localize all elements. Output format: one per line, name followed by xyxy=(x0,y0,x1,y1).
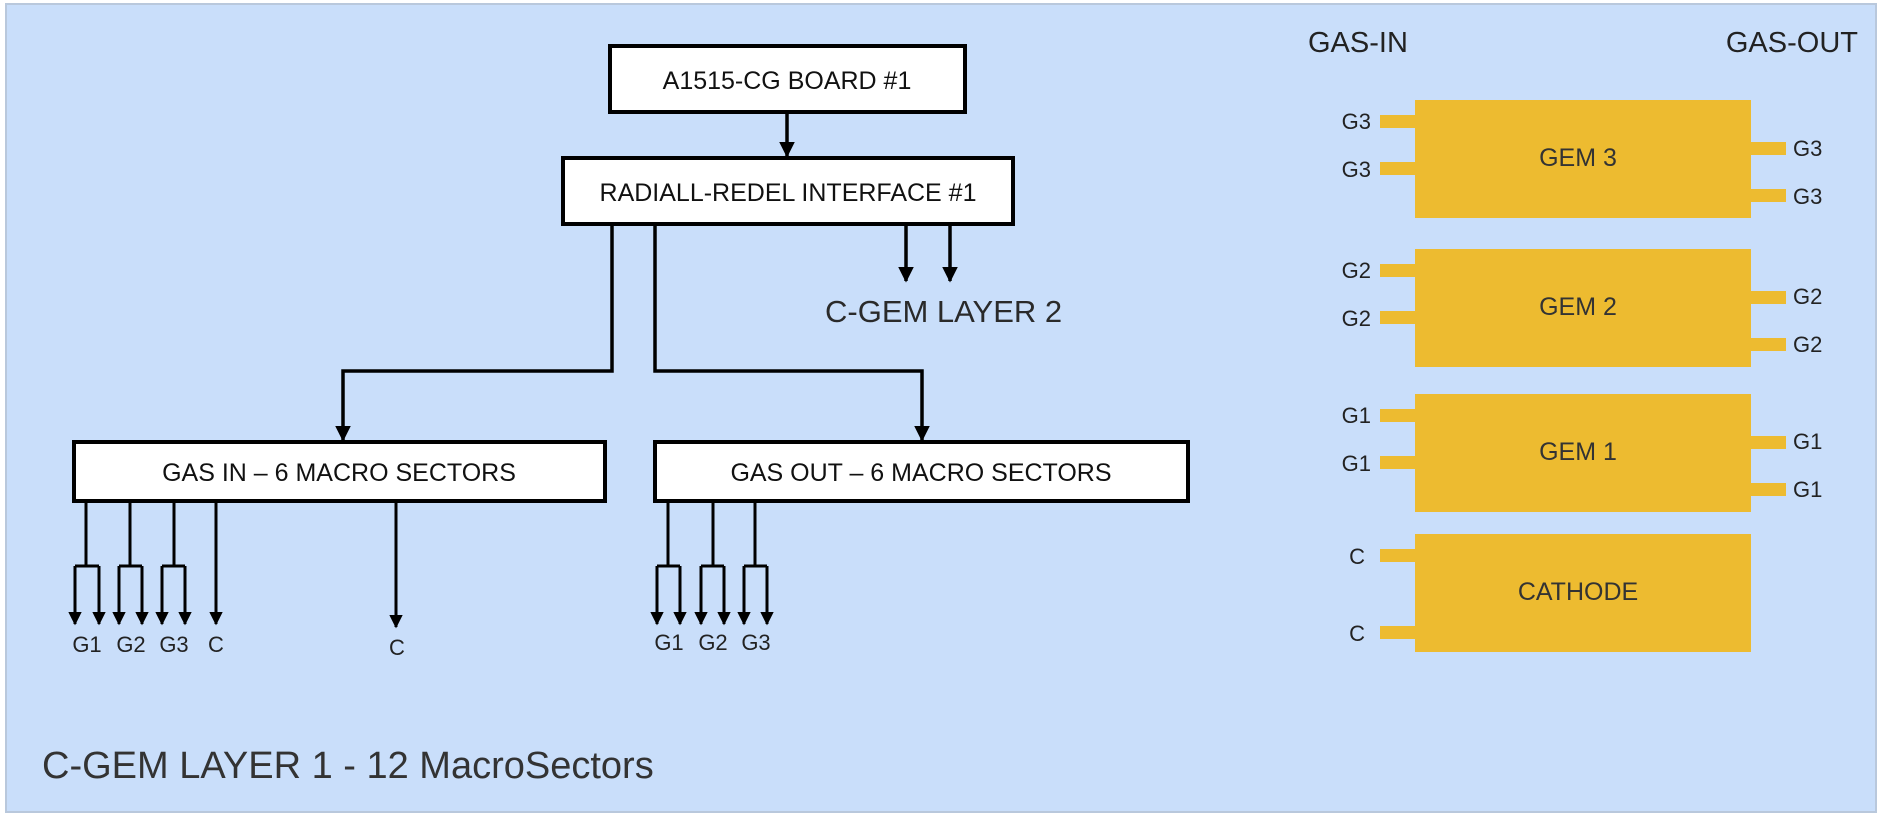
gas-out-output-g3-label: G3 xyxy=(741,630,770,655)
gas-in-output-g2-label: G2 xyxy=(116,632,145,657)
gem3-right-pin-1: G3 xyxy=(1793,136,1822,161)
gas-in-label: GAS IN – 6 MACRO SECTORS xyxy=(162,459,516,487)
gas-out-output-g1-label: G1 xyxy=(654,630,683,655)
cathode-label: CATHODE xyxy=(1518,578,1638,606)
gas-out-fork-g2 xyxy=(694,501,731,626)
gas-out-node: GAS OUT – 6 MACRO SECTORS xyxy=(653,440,1190,503)
gem1-right-pin-2: G1 xyxy=(1793,477,1822,502)
gas-in-fork-g2 xyxy=(112,501,149,626)
gas-in-output-g1-label: G1 xyxy=(72,632,101,657)
interface-to-gas-out-connector xyxy=(653,224,930,442)
gem3-label: GEM 3 xyxy=(1539,144,1617,172)
gas-in-output-g3-label: G3 xyxy=(159,632,188,657)
gem2-left-pin-1: G2 xyxy=(1342,258,1371,283)
gem2-block: GEM 2 xyxy=(1380,249,1786,367)
gas-out-fork-g3 xyxy=(737,501,774,626)
layer2-label: C-GEM LAYER 2 xyxy=(825,294,1062,329)
gas-out-fork-g1 xyxy=(650,501,687,626)
gas-in-fork-g1 xyxy=(68,501,106,626)
gas-in-output-c-label: C xyxy=(208,632,224,657)
gem1-left-pin-1: G1 xyxy=(1342,403,1371,428)
gem1-label: GEM 1 xyxy=(1539,438,1617,466)
gem2-right-pin-1: G2 xyxy=(1793,284,1822,309)
gas-in-node: GAS IN – 6 MACRO SECTORS xyxy=(72,440,607,503)
gas-out-output-g2-label: G2 xyxy=(698,630,727,655)
gem1-left-pin-2: G1 xyxy=(1342,451,1371,476)
cathode-left-pin-2: C xyxy=(1349,621,1365,646)
gas-in-extra-c-label: C xyxy=(389,635,405,660)
gem1-block: GEM 1 xyxy=(1380,394,1786,512)
board-label: A1515-CG BOARD #1 xyxy=(663,67,912,95)
gem1-right-pin-1: G1 xyxy=(1793,429,1822,454)
gem3-left-pin-2: G3 xyxy=(1342,157,1371,182)
gem2-left-pin-2: G2 xyxy=(1342,306,1371,331)
interface-label: RADIALL-REDEL INTERFACE #1 xyxy=(600,179,977,207)
diagram-title: C-GEM LAYER 1 - 12 MacroSectors xyxy=(42,745,654,787)
gas-out-label: GAS OUT – 6 MACRO SECTORS xyxy=(730,459,1111,487)
board-node: A1515-CG BOARD #1 xyxy=(608,44,967,114)
gas-in-fork-g3 xyxy=(155,501,192,626)
gem3-right-pin-2: G3 xyxy=(1793,184,1822,209)
gas-in-header: GAS-IN xyxy=(1308,27,1408,59)
gem3-left-pin-1: G3 xyxy=(1342,109,1371,134)
interface-node: RADIALL-REDEL INTERFACE #1 xyxy=(561,156,1015,226)
gem2-label: GEM 2 xyxy=(1539,293,1617,321)
gem3-block: GEM 3 xyxy=(1380,100,1786,218)
gem2-right-pin-2: G2 xyxy=(1793,332,1822,357)
cathode-left-pin-1: C xyxy=(1349,544,1365,569)
cathode-block: CATHODE xyxy=(1380,534,1751,652)
interface-to-gas-in-connector xyxy=(335,224,614,442)
gas-out-header: GAS-OUT xyxy=(1726,27,1858,59)
